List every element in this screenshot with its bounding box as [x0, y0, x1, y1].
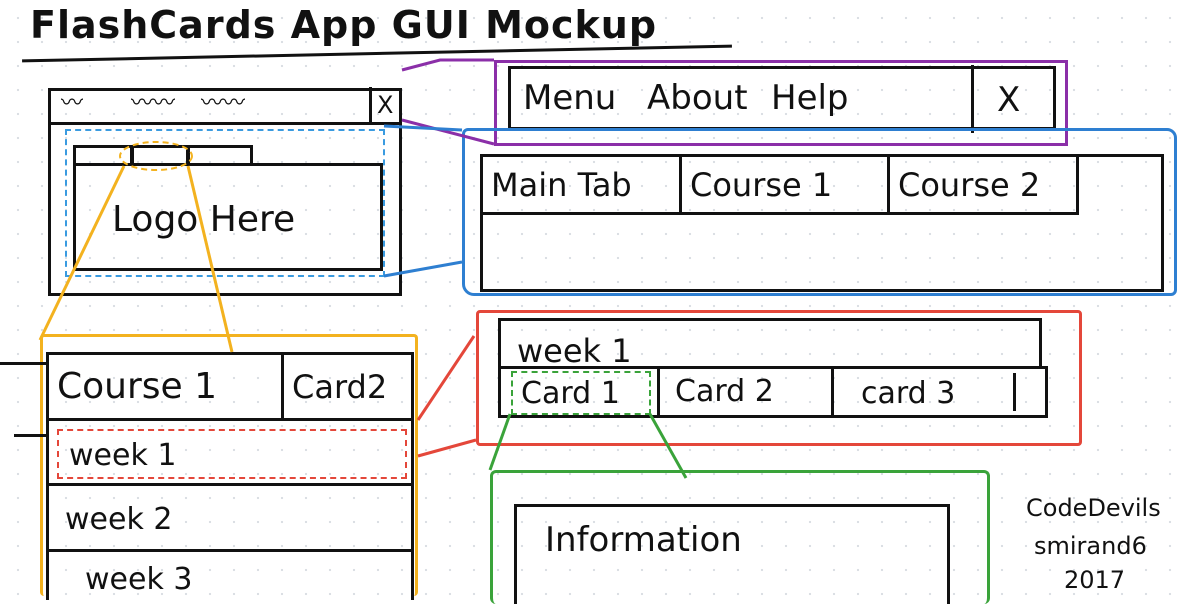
main-tabs-window: Main Tab Course 1 Course 2 — [480, 154, 1164, 292]
mini-tab-1[interactable] — [73, 145, 133, 165]
purple-connector — [401, 58, 494, 72]
week-row-1[interactable]: week 1 — [57, 429, 407, 479]
course-tab-strip: Course 1 Card2 — [49, 355, 411, 421]
credit-year: 2017 — [1064, 566, 1126, 594]
week-row-label: week 3 — [85, 562, 193, 597]
tab-card-3[interactable]: card 3 — [861, 376, 956, 411]
logo-placeholder: Logo Here — [112, 199, 296, 240]
card-tab-strip: Card 1 Card 2 card 3 — [498, 366, 1048, 418]
mini-window-titlebar: 〰 〰〰 〰〰 X — [51, 87, 399, 125]
mini-window: 〰 〰〰 〰〰 X Logo Here — [48, 87, 402, 296]
course-panel: Course 1 Card2 week 1 week 2 week 3 — [46, 352, 414, 600]
menubar-callout — [494, 60, 1068, 146]
week-row-label: week 2 — [65, 502, 173, 537]
course-row-divider-2 — [49, 549, 411, 552]
week-row-label: week 1 — [69, 438, 177, 473]
tab-card-2[interactable]: Card2 — [281, 355, 411, 418]
page-title: FlashCards App GUI Mockup — [30, 3, 658, 47]
week-panel-callout — [476, 310, 1082, 446]
menu-item-about[interactable]: About — [647, 78, 748, 118]
tab-card-1[interactable]: Card 1 — [511, 371, 651, 415]
menubar-close-divider — [971, 65, 974, 133]
course-panel-left-line-2 — [14, 434, 46, 437]
info-panel-callout — [490, 470, 990, 604]
mini-tab-3[interactable] — [187, 145, 253, 165]
menu-item-help[interactable]: Help — [771, 78, 849, 118]
mini-content: Logo Here — [73, 163, 383, 271]
course-row-divider-1 — [49, 483, 411, 486]
tab-course-1[interactable]: Course 1 — [57, 365, 218, 407]
tab-course-1[interactable]: Course 1 — [679, 157, 887, 212]
tab-main[interactable]: Main Tab — [491, 165, 632, 204]
squiggle-1: 〰 — [61, 91, 84, 116]
main-tabs-callout — [462, 128, 1177, 296]
tab-card-1-label: Card 1 — [521, 376, 620, 411]
week-row-2[interactable]: week 2 — [57, 493, 407, 543]
squiggle-3: 〰〰 — [201, 91, 246, 116]
week-row-3[interactable]: week 3 — [57, 557, 407, 601]
mini-close-divider — [369, 87, 372, 123]
credit-team: CodeDevils — [1026, 494, 1161, 522]
card-tab-divider-1 — [657, 369, 660, 415]
squiggle-2: 〰〰 — [131, 91, 176, 116]
menubar: Menu About Help X — [508, 65, 1056, 133]
credit-author: smirand6 — [1034, 532, 1147, 560]
card-tab-divider-2 — [831, 369, 834, 415]
week-panel-title: week 1 — [517, 332, 632, 370]
mini-tab-2[interactable] — [131, 145, 189, 165]
red-connector-lower — [417, 438, 477, 458]
week-panel-header: week 1 — [498, 318, 1042, 368]
info-panel: Information — [514, 504, 950, 604]
info-label: Information — [545, 520, 742, 560]
menu-item-menu[interactable]: Menu — [523, 78, 617, 118]
tab-course-2[interactable]: Course 2 — [887, 157, 1073, 212]
mini-close-icon[interactable]: X — [377, 91, 394, 119]
menubar-close-icon[interactable]: X — [997, 80, 1021, 120]
tab-card-2[interactable]: Card 2 — [675, 374, 774, 409]
mini-tabs — [73, 145, 253, 165]
red-connector — [416, 335, 476, 421]
main-tab-strip: Main Tab Course 1 Course 2 — [483, 157, 1079, 215]
course-panel-left-line — [0, 362, 46, 365]
card-tab-divider-3 — [1013, 373, 1016, 411]
